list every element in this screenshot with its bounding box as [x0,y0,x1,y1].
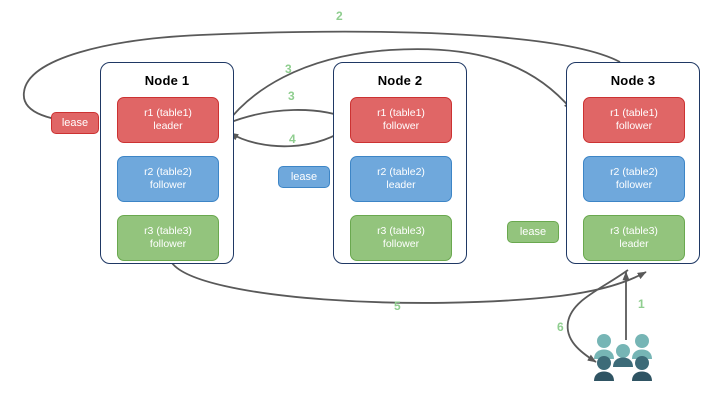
users-icon [594,334,652,381]
replica-r3[interactable]: r3 (table3) follower [117,215,219,261]
replica-r3[interactable]: r3 (table3) follower [350,215,452,261]
edge-label-3: 3 [288,89,295,103]
node-title: Node 2 [377,73,423,88]
edge-label-6: 6 [557,320,564,334]
edge-label-5: 5 [394,299,401,313]
replica-name: r1 (table1) [610,107,658,119]
replica-name: r2 (table2) [144,166,192,178]
lease-badge-green[interactable]: lease [507,221,559,243]
replica-role: follower [382,120,420,132]
replica-name: r3 (table3) [377,225,425,237]
node-title: Node 3 [610,73,656,88]
replica-role: follower [149,179,187,191]
replica-role: leader [386,179,416,191]
edge-label-2: 2 [336,9,343,23]
replica-r1[interactable]: r1 (table1) follower [583,97,685,143]
replica-name: r1 (table1) [377,107,425,119]
replica-name: r1 (table1) [144,107,192,119]
node-title: Node 1 [144,73,190,88]
lease-badge-blue[interactable]: lease [278,166,330,188]
node-card-1[interactable]: Node 1 r1 (table1) leader r2 (table2) fo… [100,62,234,264]
edge-2-path [23,30,621,127]
edge-label-1: 1 [638,297,645,311]
replica-name: r3 (table3) [610,225,658,237]
edge-label-3-upper: 3 [285,62,292,76]
node-card-3[interactable]: Node 3 r1 (table1) follower r2 (table2) … [566,62,700,264]
replica-r3[interactable]: r3 (table3) leader [583,215,685,261]
replica-r1[interactable]: r1 (table1) leader [117,97,219,143]
replica-role: leader [619,238,649,250]
edge-6-path [566,269,629,363]
replica-role: leader [153,120,183,132]
replica-name: r3 (table3) [144,225,192,237]
replica-r2[interactable]: r2 (table2) follower [117,156,219,202]
replica-name: r2 (table2) [377,166,425,178]
lease-badge-red[interactable]: lease [51,112,99,134]
node-card-2[interactable]: Node 2 r1 (table1) follower r2 (table2) … [333,62,467,264]
replica-name: r2 (table2) [610,166,658,178]
replica-role: follower [382,238,420,250]
edge-5-path [171,262,647,304]
replica-r2[interactable]: r2 (table2) leader [350,156,452,202]
edge-label-4: 4 [289,132,296,146]
replica-r2[interactable]: r2 (table2) follower [583,156,685,202]
replica-role: follower [615,120,653,132]
replica-role: follower [615,179,653,191]
replica-r1[interactable]: r1 (table1) follower [350,97,452,143]
replica-role: follower [149,238,187,250]
edge-3-upper-path [225,48,573,125]
